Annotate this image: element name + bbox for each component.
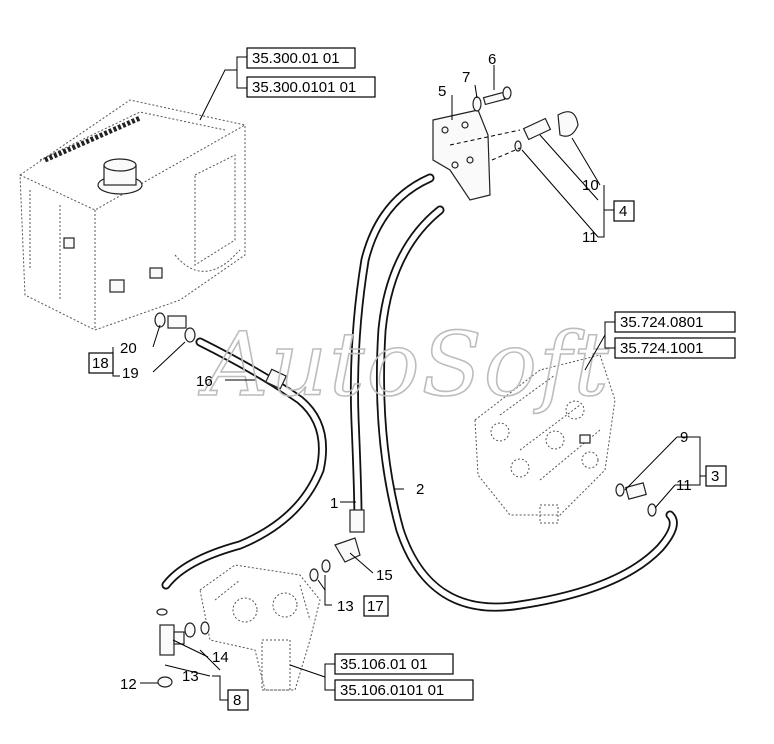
part-5: 5 (438, 83, 446, 100)
tank-port-fitting (63, 237, 75, 249)
part-11-valve: 11 (676, 477, 692, 494)
tank-port-fitting (109, 279, 125, 293)
ref-valve-a[interactable]: 35.724.0801 (614, 311, 736, 333)
part-15: 15 (376, 567, 393, 584)
ref-tank-b[interactable]: 35.300.0101 01 (246, 76, 376, 98)
part-1: 1 (330, 495, 338, 512)
svg-text:4: 4 (619, 203, 627, 220)
svg-text:35.106.0101 01: 35.106.0101 01 (340, 682, 444, 699)
ref-pump-a[interactable]: 35.106.01 01 (334, 653, 454, 675)
part-number-labels: 1 2 5 6 7 9 10 11 11 12 13 13 14 15 16 1… (120, 51, 692, 693)
svg-text:8: 8 (233, 692, 241, 709)
part-6: 6 (488, 51, 496, 68)
ref-pump-b[interactable]: 35.106.0101 01 (334, 679, 474, 701)
hydraulic-tank (19, 99, 246, 331)
adapter-19 (167, 315, 187, 329)
adapter-11-top (514, 117, 552, 152)
svg-text:35.300.01 01: 35.300.01 01 (252, 50, 340, 67)
kit-17[interactable]: 17 (363, 595, 389, 617)
part-13-tee: 13 (182, 668, 199, 685)
ref-tank-a[interactable]: 35.300.01 01 (246, 47, 356, 69)
part-16: 16 (196, 373, 213, 390)
hose-2 (375, 205, 678, 612)
hydraulic-pump (199, 564, 321, 691)
hose-16 (161, 337, 327, 590)
part-14: 14 (212, 649, 229, 666)
part-12: 12 (120, 676, 137, 693)
control-valve (474, 354, 616, 524)
svg-text:35.300.0101 01: 35.300.0101 01 (252, 79, 356, 96)
pump-tee-fitting (156, 608, 210, 688)
tank-filler-cap (97, 158, 143, 195)
bolt-6 (482, 86, 512, 106)
part-11-top: 11 (582, 229, 598, 246)
svg-text:35.724.0801: 35.724.0801 (620, 314, 703, 331)
part-9: 9 (680, 429, 688, 446)
kit-18[interactable]: 18 (88, 352, 114, 374)
svg-text:3: 3 (711, 468, 719, 485)
bracket-5 (432, 109, 491, 201)
tank-level-gauge (43, 115, 142, 163)
svg-text:18: 18 (92, 355, 109, 372)
hose-1 (349, 173, 435, 533)
part-13-pump: 13 (337, 598, 354, 615)
kit-3[interactable]: 3 (705, 465, 727, 487)
tank-port-fitting (149, 267, 163, 279)
kit-4[interactable]: 4 (613, 200, 635, 222)
part-7: 7 (462, 69, 470, 86)
part-19: 19 (122, 365, 139, 382)
valve-fittings-9-11 (615, 482, 657, 517)
svg-text:17: 17 (367, 598, 384, 615)
plug-12 (157, 676, 173, 688)
ref-valve-b[interactable]: 35.724.1001 (614, 337, 736, 359)
fitting-10 (557, 111, 579, 137)
part-10: 10 (582, 177, 599, 194)
watermark-text: AutoSoft (198, 313, 611, 416)
part-20: 20 (120, 340, 137, 357)
washer-7 (472, 96, 482, 112)
o-ring-20 (154, 312, 166, 328)
kit-8[interactable]: 8 (227, 689, 249, 711)
o-ring-19 (184, 327, 196, 343)
tank-outlet-fittings (154, 312, 196, 343)
svg-text:35.106.01 01: 35.106.01 01 (340, 656, 428, 673)
pump-fittings-13-15 (309, 537, 361, 582)
svg-text:35.724.1001: 35.724.1001 (620, 340, 703, 357)
part-2: 2 (416, 481, 424, 498)
